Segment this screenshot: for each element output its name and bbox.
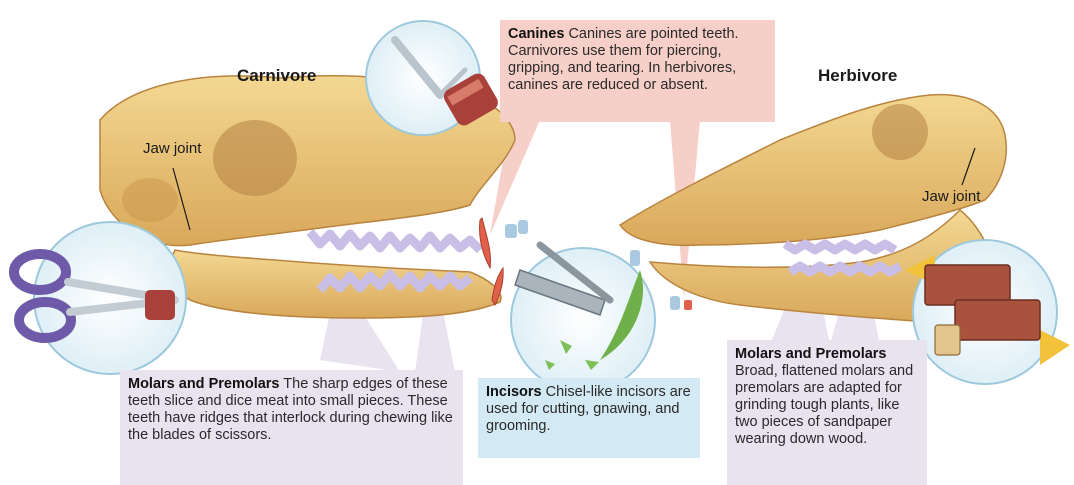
incisors-callout: Incisors Chisel-like incisors are used f…: [478, 378, 700, 458]
herbivore-molars-text: Broad, flattened molars and premolars ar…: [735, 363, 913, 447]
herbivore-title: Herbivore: [818, 66, 897, 86]
canines-callout: Canines Canines are pointed teeth. Carni…: [500, 20, 775, 122]
sandpaper-wood-icon: [905, 240, 1070, 384]
canines-heading: Canines: [508, 26, 564, 42]
incisors-heading: Incisors: [486, 384, 542, 400]
herbivore-molars-heading: Molars and Premolars: [735, 346, 887, 362]
carnivore-molars-callout: Molars and Premolars The sharp edges of …: [120, 370, 463, 485]
scissors-with-meat-icon: [14, 222, 186, 374]
jaw-joint-right-label: Jaw joint: [922, 188, 980, 205]
nail-clipper-icon: [511, 245, 655, 392]
carnivore-molars-heading: Molars and Premolars: [128, 376, 280, 392]
carnivore-title: Carnivore: [237, 66, 316, 86]
jaw-joint-left-label: Jaw joint: [143, 140, 201, 157]
